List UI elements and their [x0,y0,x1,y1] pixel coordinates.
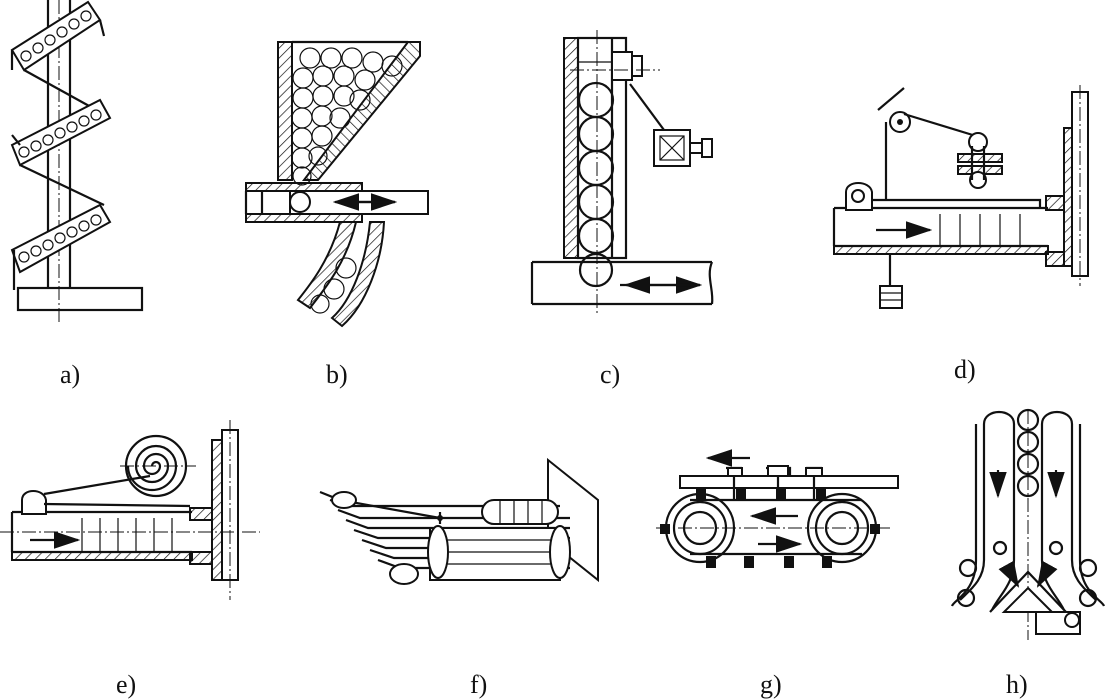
panel-b-diagram: b) [244,40,429,389]
dual-chute-merge-icon [950,408,1105,640]
spiral-spring-pusher-icon [0,420,260,600]
panel-d-label: d) [954,355,976,384]
panel-g-diagram: g) [656,449,899,699]
panel-c-label: c) [600,360,620,389]
panel-h-diagram: h) [950,408,1105,699]
panel-f-label: f) [470,670,487,699]
panel-e-label: e) [116,670,136,699]
panel-a-label: a) [60,360,80,389]
panel-a-diagram: a) [10,0,144,389]
chain-conveyor-icon [656,449,899,568]
coiled-wire-magazine-icon [319,457,599,585]
weighted-pusher-track-icon [832,85,1089,309]
panel-e-diagram: e) [0,420,260,699]
hopper-feeder-icon [244,40,429,328]
helical-spiral-chute-icon [10,0,144,325]
panel-d-diagram: d) [832,85,1089,384]
panel-f-diagram: f) [319,457,599,699]
panel-h-label: h) [1006,670,1028,699]
panel-b-label: b) [326,360,348,389]
panel-c-diagram: c) [530,30,714,389]
panel-g-label: g) [760,670,782,699]
hopper-balls [291,47,403,186]
vertical-magazine-icon [530,30,714,315]
